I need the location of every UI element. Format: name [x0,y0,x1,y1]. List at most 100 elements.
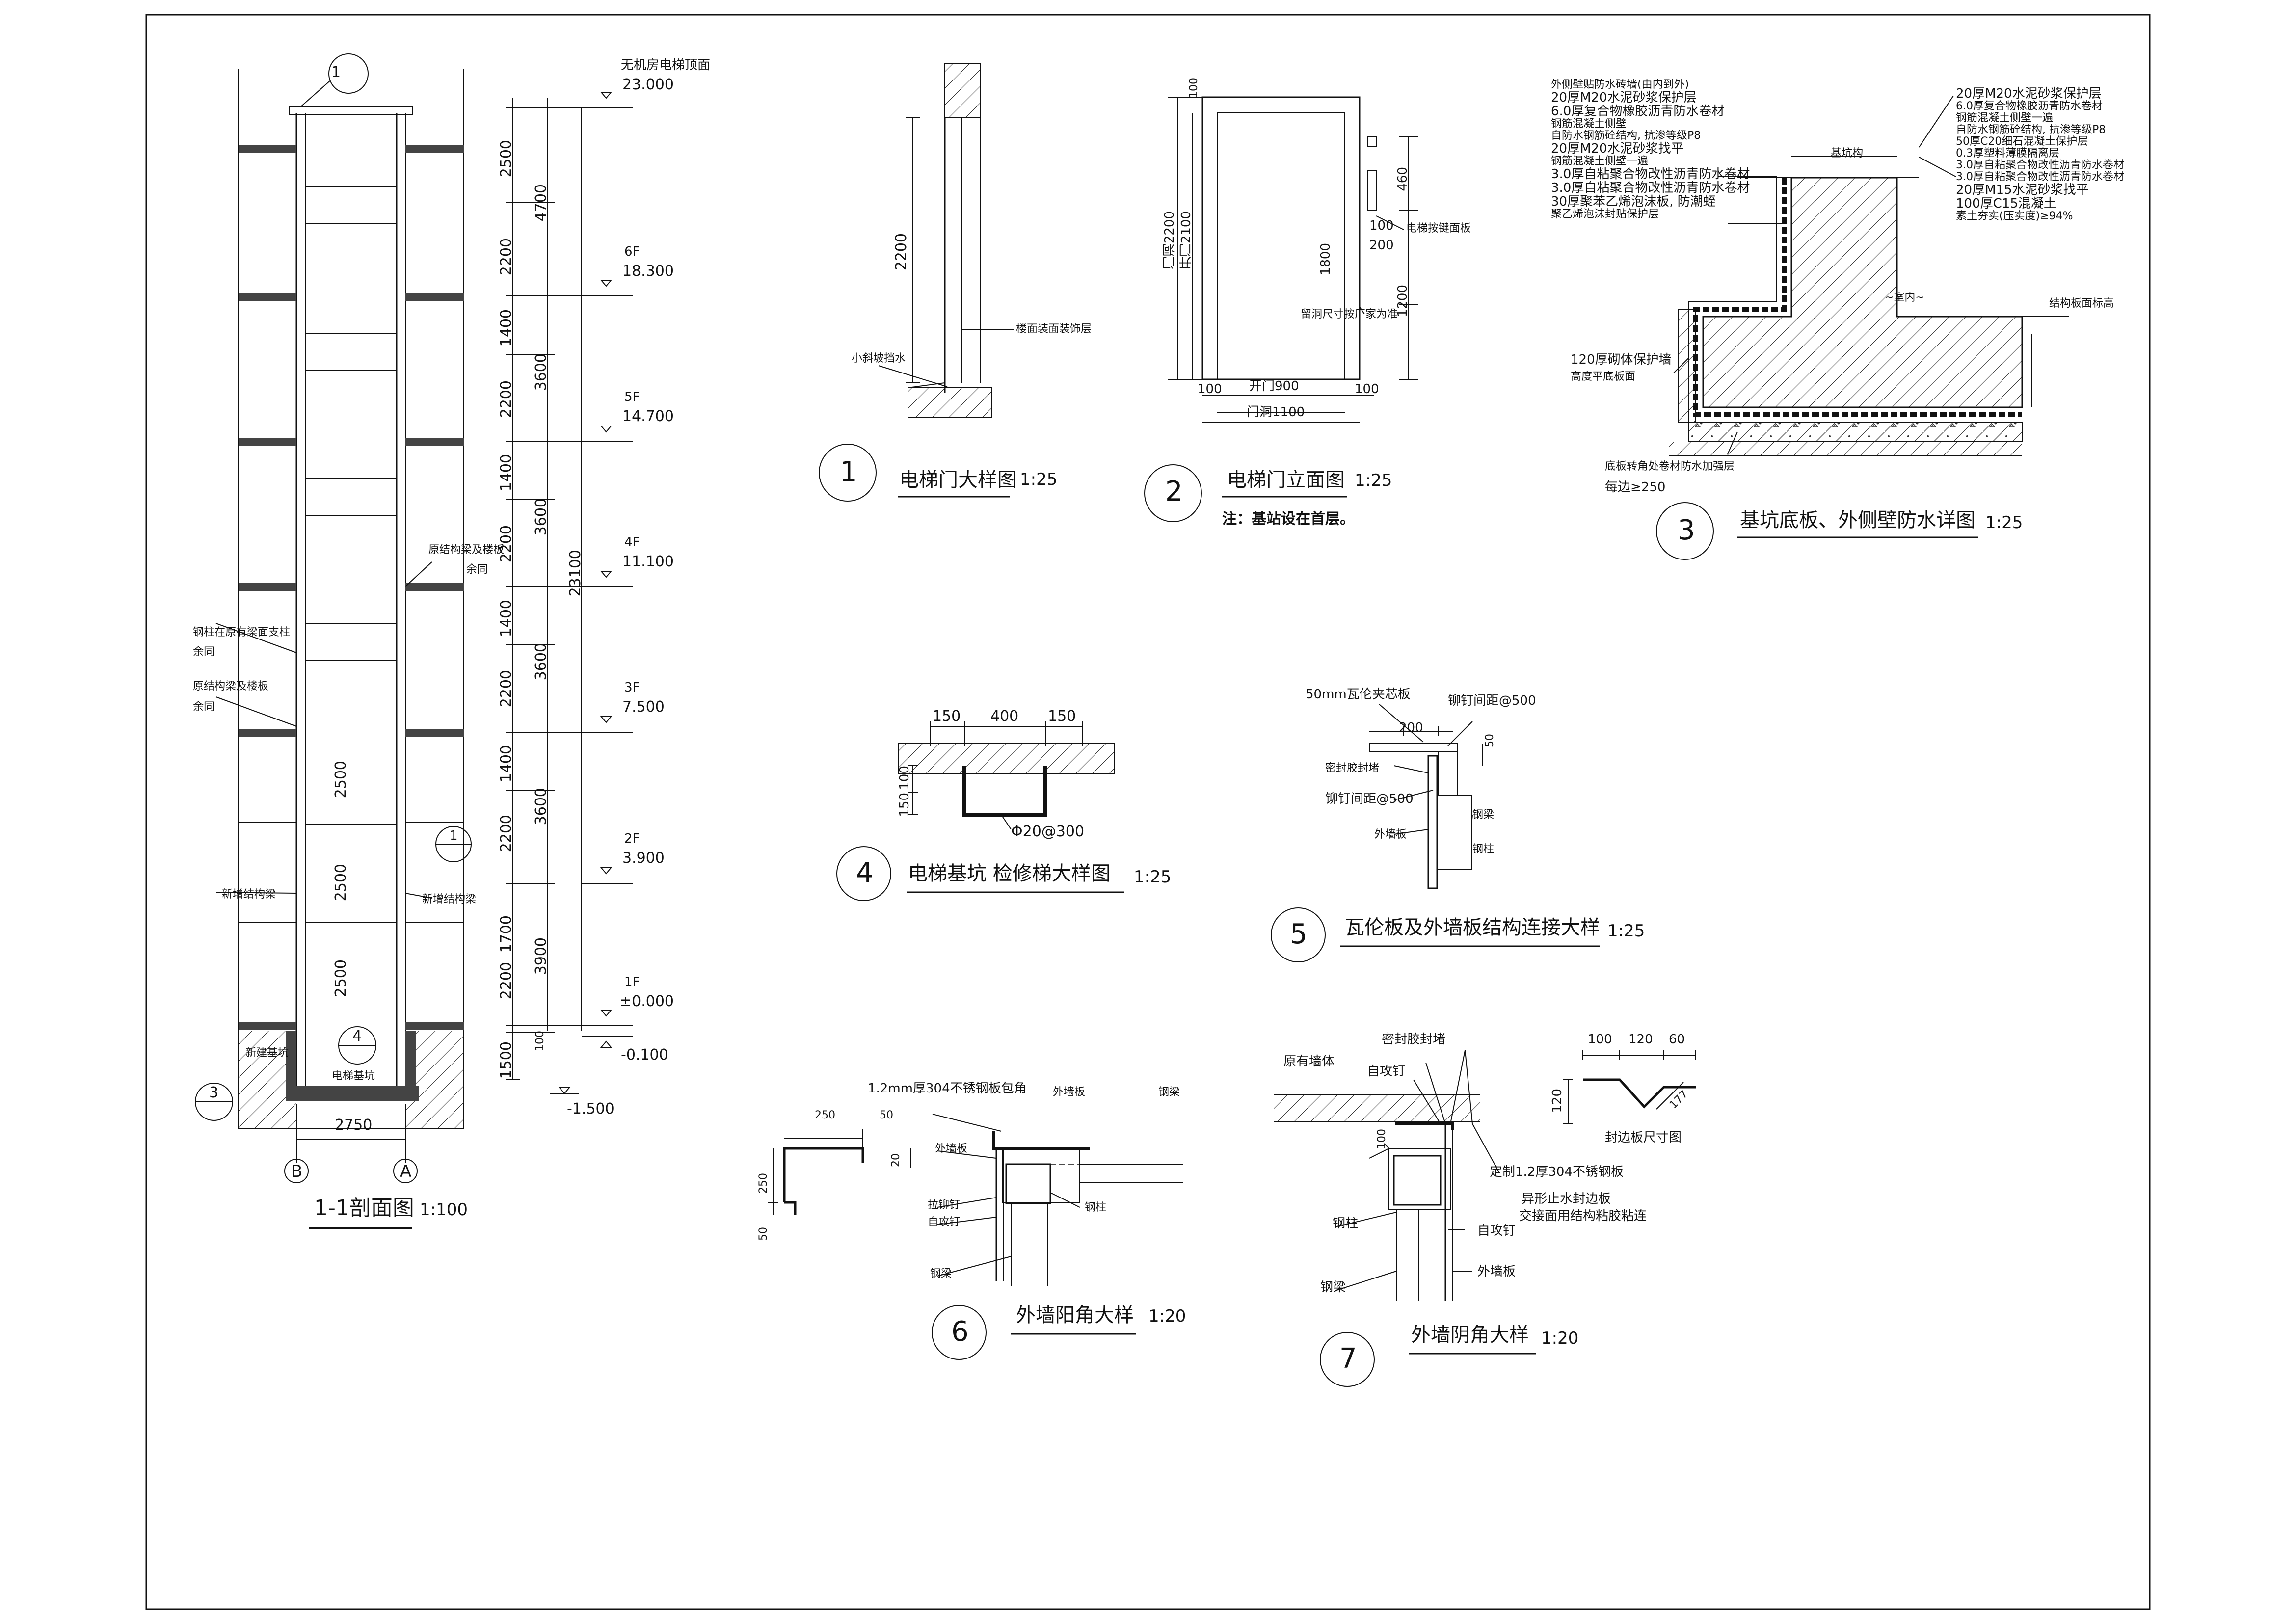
d7-edge-h120: 120 [1550,1089,1565,1113]
detail-3-pit-waterproofing [1656,95,2069,560]
section-1-1 [195,53,633,1183]
d4-side-1: 150 [897,793,912,817]
d4-dim-2: 150 [1048,708,1076,725]
d6-beam-top: 钢梁 [1158,1086,1180,1098]
d3-right-8: 20厚M15水泥砂浆找平 [1956,183,2089,197]
d6-h20: 20 [890,1153,902,1167]
d2-100: 100 [1369,218,1394,233]
top-elevation: 23.000 [622,76,674,93]
floor-4f-label: 4F [624,535,640,550]
d4-side-0: 100 [897,766,912,790]
detail-4-pit-ladder [836,721,1124,901]
top-note: 无机房电梯顶面 [621,58,711,73]
detail-1-door-section [819,63,1014,502]
d6-wall: 外墙板 [935,1143,968,1155]
d3-right-7: 3.0厚自粘聚合物改性沥青防水卷材 [1956,171,2124,183]
d6-scale: 1:20 [1148,1306,1186,1326]
d7-screw2: 自攻钉 [1477,1224,1516,1238]
d1-title: 电梯门大样图 [899,469,1017,491]
callout-1b-number: 1 [450,828,458,843]
callout-4-number: 4 [352,1028,362,1045]
d3-scale: 1:25 [1985,513,2023,532]
note-steel-col: 钢柱在原有梁面支柱 [193,626,291,639]
d5-beam: 钢梁 [1472,809,1495,821]
d3-label-corner: 底板转角处卷材防水加强层 [1605,460,1735,473]
dim-inner-0: 2500 [332,761,349,799]
d3-left-4: 自防水钢筋砼结构, 抗渗等级P8 [1551,130,1701,142]
d6-beam: 钢梁 [930,1268,952,1280]
d3-number: 3 [1678,514,1695,546]
d3-left-7: 3.0厚自粘聚合物改性沥青防水卷材 [1551,167,1750,182]
sheet-border [145,14,2151,1610]
d3-layers-right: 20厚M20水泥砂浆保护层 6.0厚复合物橡胶沥青防水卷材 钢筋混凝土侧壁一遍 … [1956,87,2124,222]
d6-wall-top: 外墙板 [1053,1086,1086,1098]
d7-edge-120: 120 [1629,1032,1653,1047]
dim-c2-3: 3600 [533,643,550,681]
d3-left-1: 20厚M20水泥砂浆保护层 [1551,90,1697,105]
d3-left-2: 6.0厚复合物橡胶沥青防水卷材 [1551,104,1725,119]
d2-right-100: 100 [1355,382,1379,397]
d7-title: 外墙阴角大样 [1411,1324,1529,1346]
dim-c1-10: 1700 [498,915,515,953]
note-new-beam-right: 新增结构梁 [422,893,477,905]
d2-scale: 1:25 [1355,471,1392,490]
d5-50: 50 [1484,734,1496,747]
d3-right-4: 50厚C20细石混凝土保护层 [1956,135,2088,148]
d2-h2: 开门2100 [1179,211,1194,269]
d1-note-wall: 楼面装面装饰层 [1016,323,1092,335]
d3-right-2: 钢筋混凝土侧壁一遍 [1956,112,2054,124]
dim-c1-7: 2200 [498,670,515,708]
floor-4f-elev: 11.100 [622,553,674,570]
width-dim: 2750 [335,1117,373,1134]
section-title: 1-1剖面图 [314,1196,414,1221]
d3-title: 基坑底板、外侧壁防水详图 [1740,509,1976,532]
note-new-foundation: 新建基坑 [245,1047,289,1059]
d3-right-9: 100厚C15混凝土 [1956,196,2056,211]
axis-b: B [291,1162,303,1181]
d5-scale: 1:25 [1607,921,1645,941]
d7-flash: 异形止水封边板 [1522,1192,1611,1206]
dim-c2-4: 3600 [533,788,550,825]
floor-2f-label: 2F [624,831,640,846]
d7-flash2: 交接面用结构粘胶粘连 [1519,1209,1647,1224]
d2-left-100: 100 [1198,382,1222,397]
d5-panel: 50mm瓦伦夹芯板 [1306,687,1411,702]
d5-seal: 密封胶封堵 [1325,762,1380,774]
d2-460: 460 [1395,167,1410,191]
floor-6f-elev: 18.300 [622,263,674,280]
d7-wall: 原有墙体 [1283,1054,1335,1069]
floor-6f-label: 6F [624,244,640,259]
d7-edge-60: 60 [1669,1032,1685,1047]
dim-c1-9: 2200 [498,815,515,852]
dim-c2-5: 3900 [533,937,550,975]
d7-seal: 密封胶封堵 [1382,1032,1446,1047]
d5-title: 瓦伦板及外墙板结构连接大样 [1345,916,1600,939]
d3-label-corner2: 每边≥250 [1605,480,1666,495]
d1-dim: 2200 [893,233,910,271]
d7-beam: 钢梁 [1320,1280,1346,1295]
d3-right-3: 自防水钢筋砼结构, 抗渗等级P8 [1956,124,2106,136]
d3-right-10: 素土夯实(压实度)≥94% [1956,210,2073,222]
axis-a: A [400,1162,412,1181]
d3-left-9: 30厚聚苯乙烯泡沫板, 防潮蛭 [1551,194,1716,209]
dim-c1-12: 1500 [498,1041,515,1079]
d3-right-5: 0.3厚塑料薄膜隔离层 [1956,147,2059,160]
d4-dim-1: 400 [990,708,1019,725]
dim-inner-2: 2500 [332,959,349,997]
d2-w-in: 开门900 [1249,379,1299,394]
note-same-3: 余同 [193,701,215,713]
d3-right-6: 3.0厚自粘聚合物改性沥青防水卷材 [1956,159,2124,171]
detail-6-outer-corner [768,1114,1183,1360]
d3-right-1: 6.0厚复合物橡胶沥青防水卷材 [1956,100,2103,112]
note-new-beam-left: 新增结构梁 [222,888,276,901]
detail-7-inner-corner [1274,1050,1696,1387]
floor-slabs [239,145,464,1030]
floor-5f-label: 5F [624,390,640,404]
d2-label-panel: 电梯按键面板 [1406,222,1471,235]
floor-5f-elev: 14.700 [622,408,674,425]
d6-trim: 1.2mm厚304不锈钢板包角 [868,1081,1027,1096]
pit-elevation: -0.100 [621,1046,668,1064]
d6-number: 6 [951,1316,969,1348]
floor-3f-label: 3F [624,680,640,695]
